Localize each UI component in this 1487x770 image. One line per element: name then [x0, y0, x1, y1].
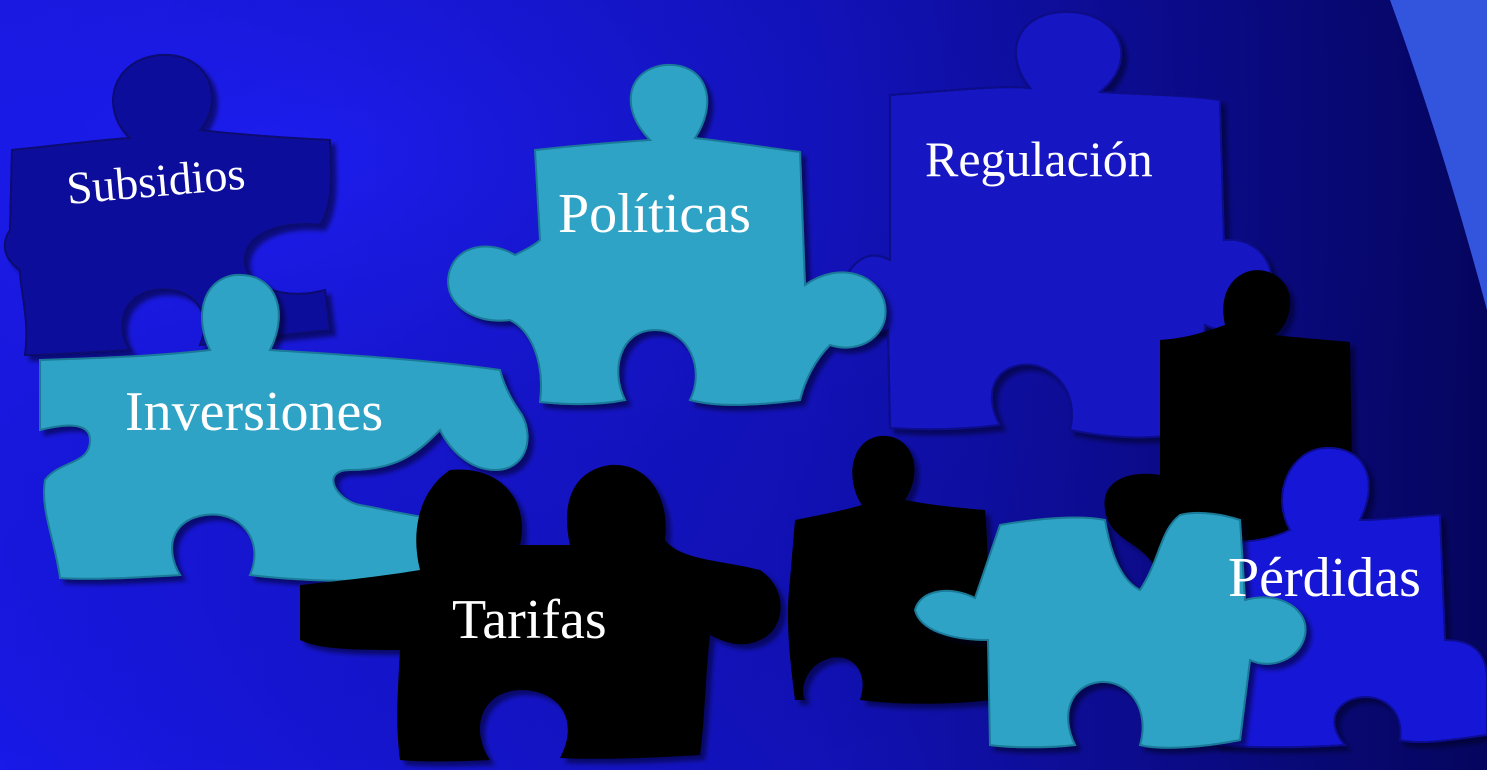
label-inversiones: Inversiones [125, 381, 383, 443]
puzzle-piece-inversiones [39, 273, 529, 583]
label-regulacion: Regulación [925, 131, 1153, 187]
puzzle-piece-perdidas [1208, 446, 1487, 749]
accent-band [1390, 0, 1487, 310]
puzzle-piece-teal-bottom [913, 511, 1307, 749]
puzzle-piece-tarifas [300, 464, 781, 762]
puzzle-piece-politicas [447, 63, 887, 406]
label-perdidas: Pérdidas [1228, 547, 1421, 609]
puzzle-piece-regulacion [841, 10, 1273, 439]
label-politicas: Políticas [558, 183, 751, 245]
puzzle-piece-black-center [787, 435, 990, 704]
label-tarifas: Tarifas [452, 589, 607, 651]
